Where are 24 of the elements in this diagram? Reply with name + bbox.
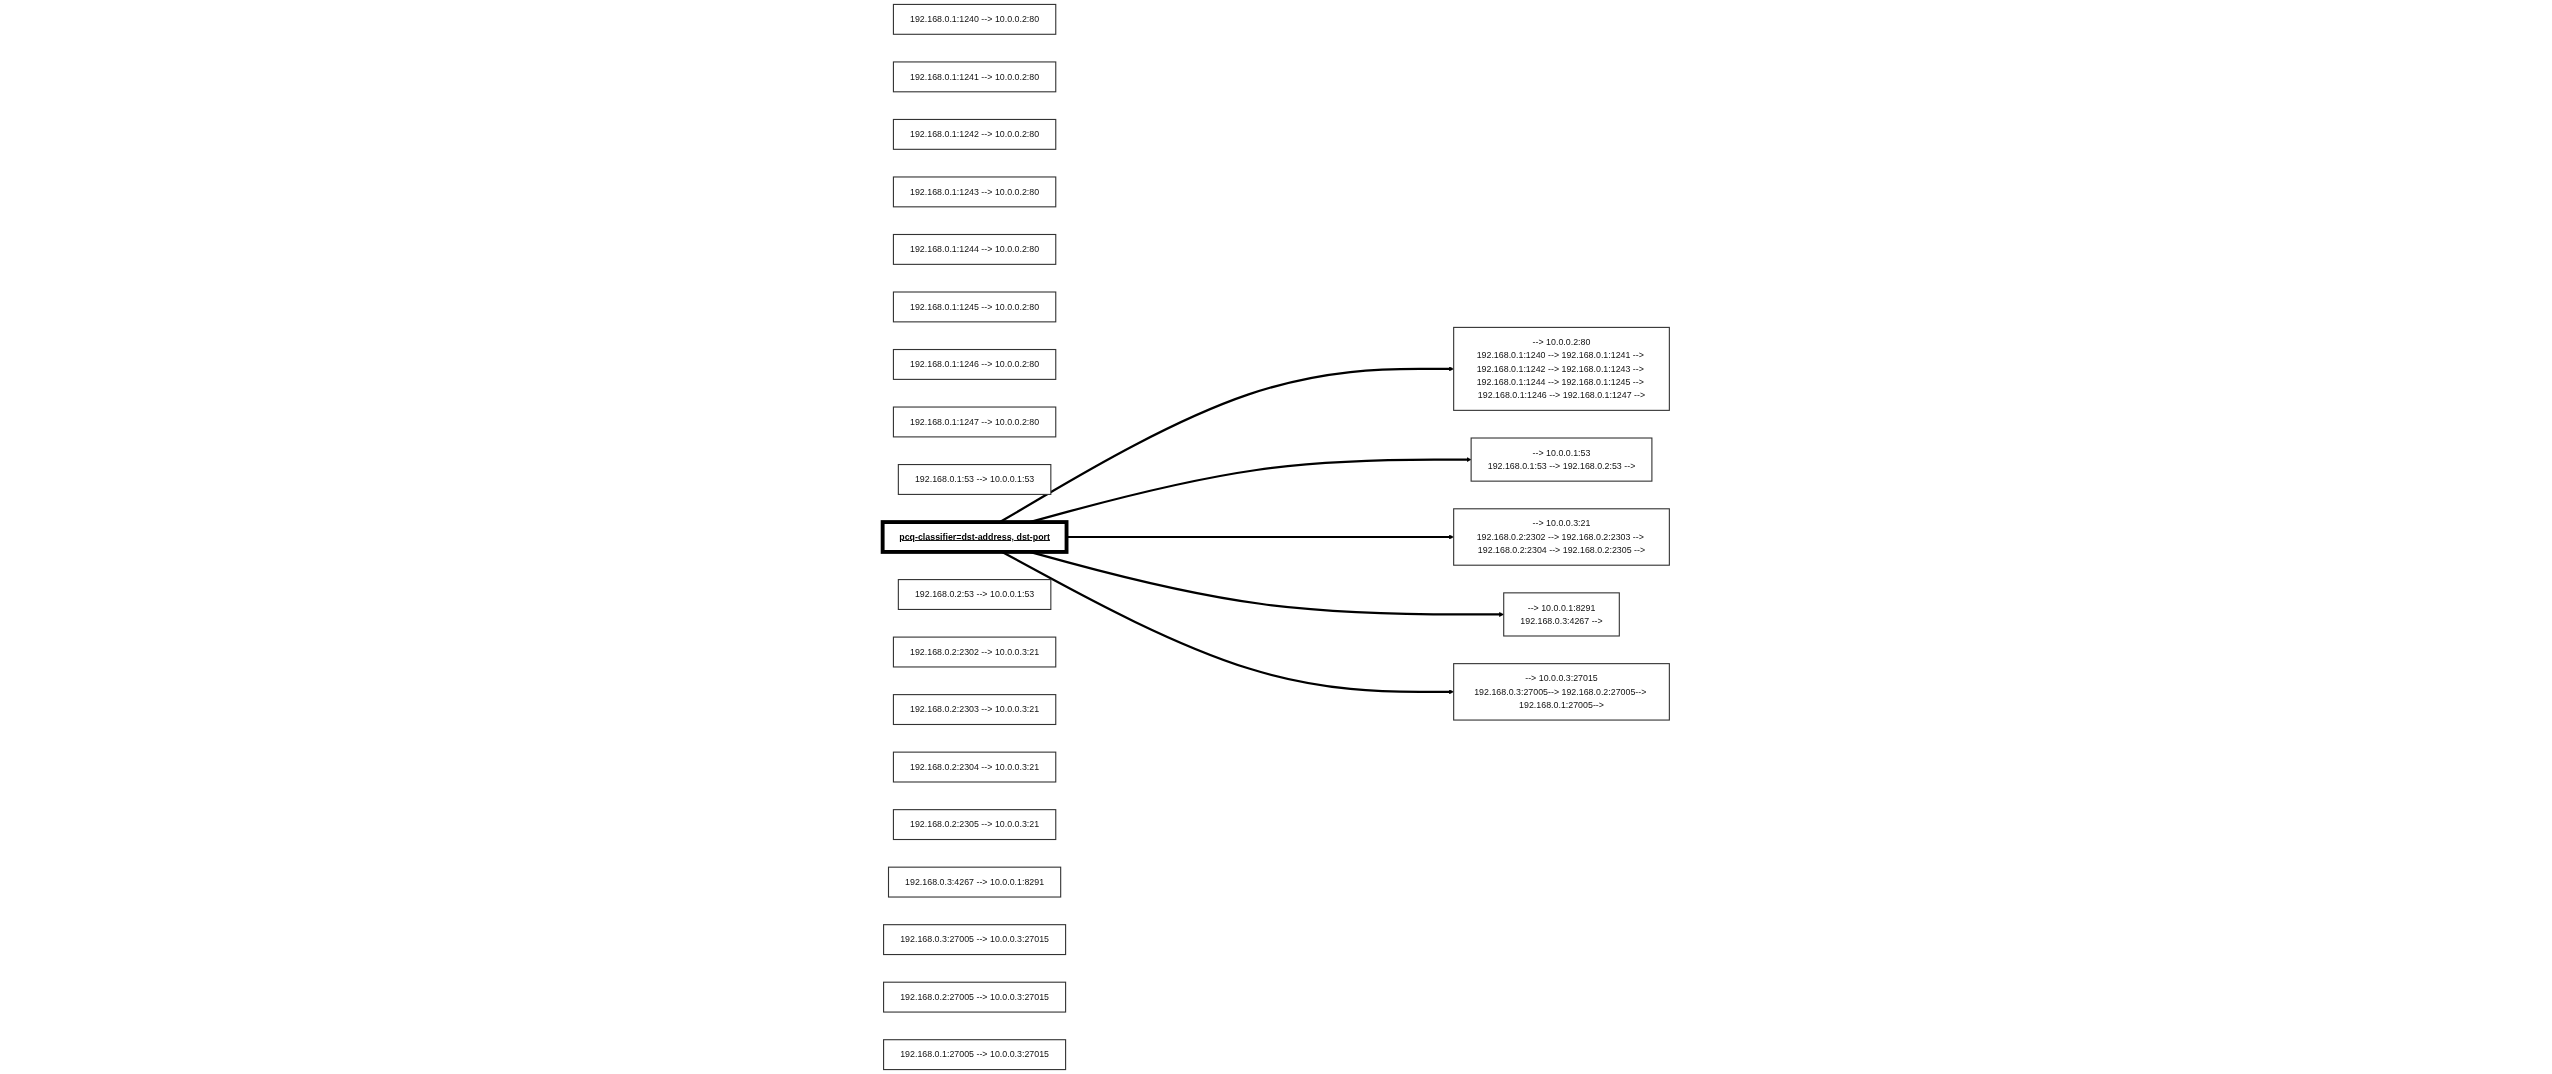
node-box: 192.168.0.2:2304 --> 10.0.0.3:21 <box>892 751 1057 783</box>
node-box: 192.168.0.2:53 --> 10.0.0.1:53 <box>897 579 1052 610</box>
node-box: --> 10.0.0.3:21 192.168.0.2:2302 --> 192.168.0.2:2303 --> 192.168.0.2:2304 --> 192.168.0.2:2305 --> <box>1453 508 1670 566</box>
node-box: 192.168.0.1:1243 --> 10.0.0.2:80 <box>892 176 1057 208</box>
node-box: --> 10.0.0.1:8291 192.168.0.3:4267 --> <box>1503 592 1620 637</box>
node-box: 192.168.0.3:4267 --> 10.0.0.1:8291 <box>887 866 1062 898</box>
node-box: pcq-classifier=dst-address, dst-port <box>880 520 1069 554</box>
node-box: 192.168.0.1:1246 --> 10.0.0.2:80 <box>892 348 1057 380</box>
node-box: 192.168.0.3:27005 --> 10.0.0.3:27015 <box>883 924 1067 956</box>
node-box: 192.168.0.1:1242 --> 10.0.0.2:80 <box>892 118 1057 150</box>
node-box: 192.168.0.2:2303 --> 10.0.0.3:21 <box>892 694 1057 726</box>
node-box: --> 10.0.0.3:27015 192.168.0.3:27005--> 192.168.0.2:27005--> 192.168.0.1:27005--> <box>1453 663 1670 721</box>
node-box: --> 10.0.0.1:53 192.168.0.1:53 --> 192.168.0.2:53 --> <box>1470 437 1653 482</box>
node-box: 192.168.0.1:1241 --> 10.0.0.2:80 <box>892 61 1057 93</box>
node-box: 192.168.0.1:53 --> 10.0.0.1:53 <box>897 464 1052 495</box>
node-box: 192.168.0.1:27005 --> 10.0.0.3:27015 <box>883 1039 1067 1071</box>
node-box: 192.168.0.1:1245 --> 10.0.0.2:80 <box>892 291 1057 323</box>
node-box: 192.168.0.1:1240 --> 10.0.0.2:80 <box>892 3 1057 35</box>
node-box: --> 10.0.0.2:80 192.168.0.1:1240 --> 192.168.0.1:1241 --> 192.168.0.1:1242 --> 192.168.0.1:1243 --> 192.168.0.1:1244 --> 192.168.0.1:1245 --> 192.168.0.1:1246 --> 192.168.0.1:1247 --> <box>1453 326 1670 411</box>
node-box: 192.168.0.2:2305 --> 10.0.0.3:21 <box>892 809 1057 841</box>
node-box: 192.168.0.2:2302 --> 10.0.0.3:21 <box>892 636 1057 668</box>
node-box: 192.168.0.2:27005 --> 10.0.0.3:27015 <box>883 981 1067 1013</box>
node-box: 192.168.0.1:1247 --> 10.0.0.2:80 <box>892 406 1057 438</box>
node-box: 192.168.0.1:1244 --> 10.0.0.2:80 <box>892 233 1057 265</box>
